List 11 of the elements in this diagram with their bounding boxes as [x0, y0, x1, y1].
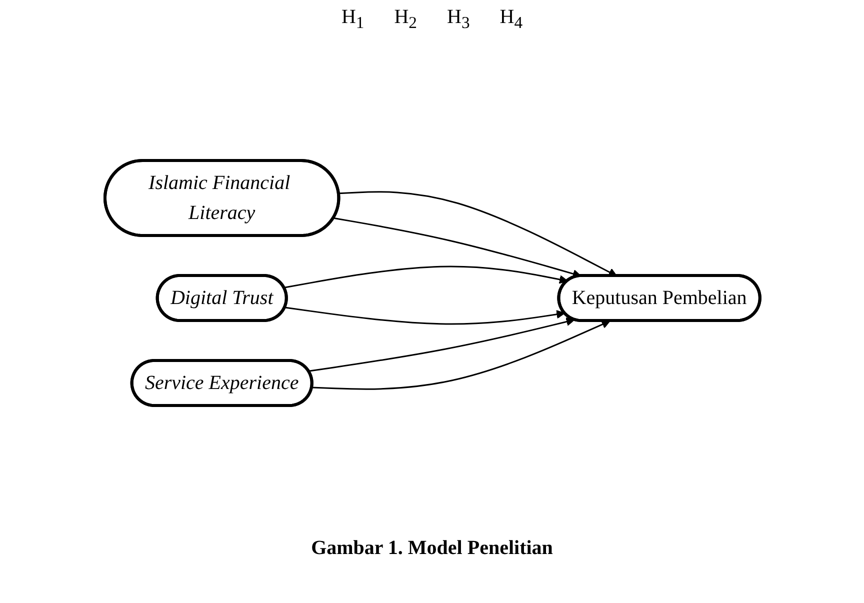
arrow — [284, 306, 565, 325]
arrow — [333, 217, 581, 278]
hypothesis-label: H$_{1}$ — [341, 6, 364, 33]
figure-caption: Gambar 1. Model Penelitian — [310, 537, 554, 560]
arrow — [283, 266, 568, 288]
hypothesis-label: H$_{2}$ — [394, 6, 417, 33]
hypothesis-label: H$_{4}$ — [500, 6, 523, 33]
arrow — [308, 317, 574, 372]
arrow — [338, 191, 617, 276]
arrow — [312, 320, 610, 390]
hypothesis-label: H$_{3}$ — [447, 6, 470, 33]
